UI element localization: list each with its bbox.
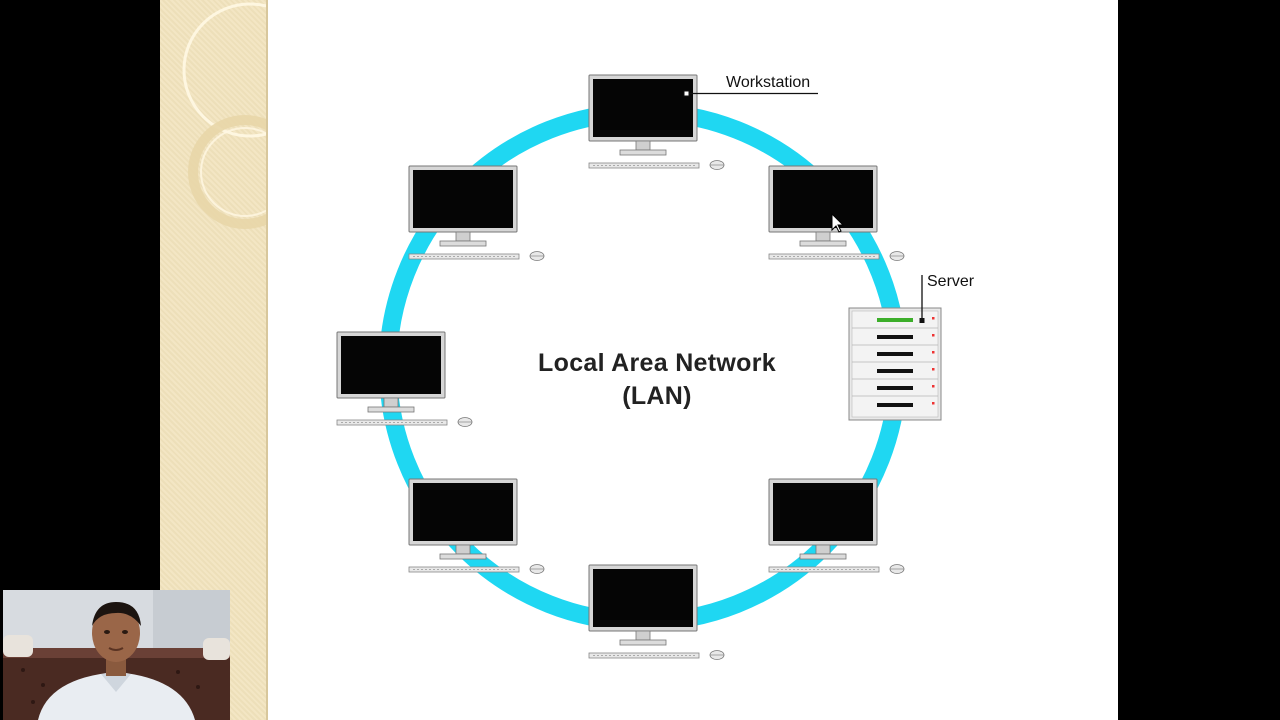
server-callout-line bbox=[919, 275, 925, 323]
slide-divider bbox=[266, 0, 268, 720]
workstation-bottom-right bbox=[768, 478, 905, 574]
decorative-circles bbox=[182, 2, 266, 229]
server-status-led bbox=[877, 318, 913, 322]
workstation-top-right bbox=[768, 165, 905, 261]
server-rack bbox=[848, 307, 942, 421]
workstation-top-left bbox=[408, 165, 545, 261]
diagram-title: Local Area Network bbox=[538, 349, 776, 377]
workstation-label: Workstation bbox=[726, 74, 811, 91]
workstation-callout-line bbox=[683, 90, 818, 97]
mouse-cursor-icon bbox=[831, 212, 845, 233]
workstation-left bbox=[336, 331, 473, 427]
server-label: Server bbox=[927, 273, 975, 290]
presenter-video bbox=[3, 590, 230, 720]
presenter-webcam bbox=[3, 590, 230, 720]
diagram-subtitle: (LAN) bbox=[622, 382, 692, 410]
workstation-bottom-left bbox=[408, 478, 545, 574]
